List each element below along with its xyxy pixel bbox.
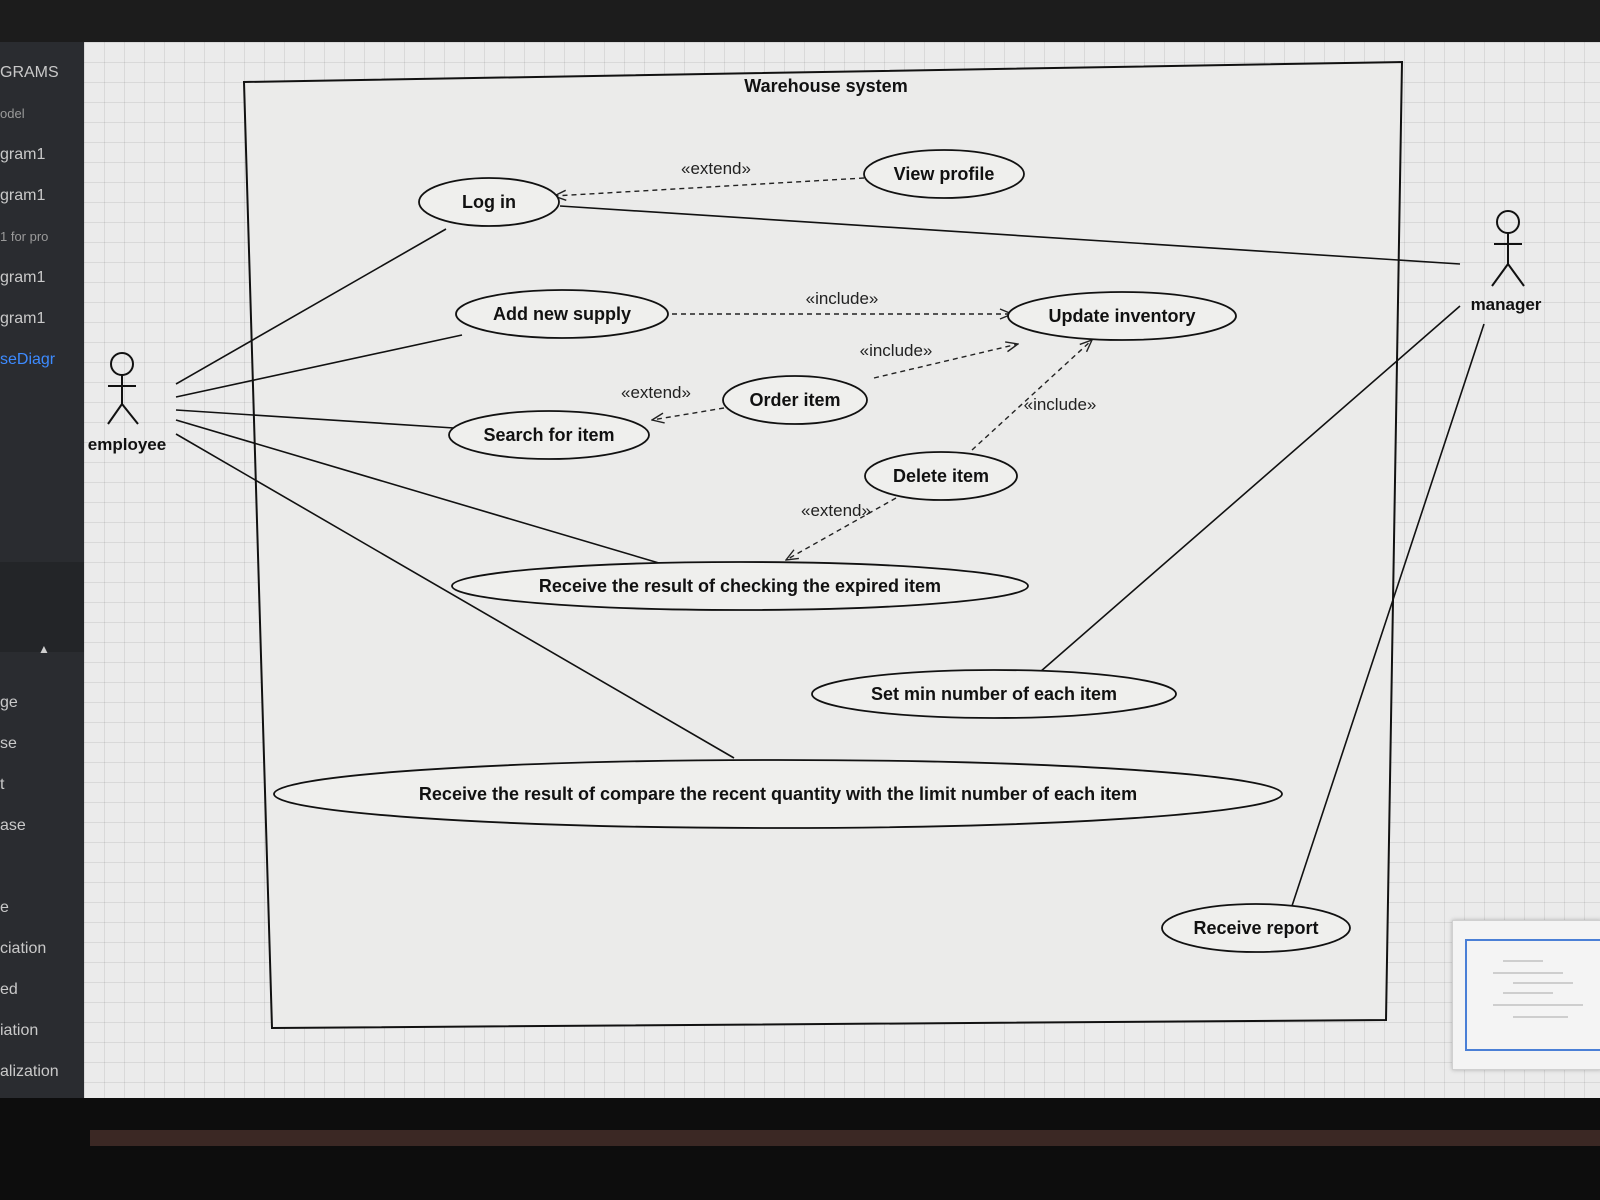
use-case-add-new-supply[interactable]: Add new supply: [455, 289, 669, 339]
use-case-receive-report-label: Receive report: [1193, 918, 1318, 938]
system-boundary[interactable]: [242, 60, 1404, 1030]
palette-item[interactable]: e: [0, 899, 9, 916]
use-case-view-profile-label: View profile: [894, 164, 995, 184]
palette-item[interactable]: ge: [0, 694, 18, 711]
minimap-preview: [1493, 960, 1583, 1018]
use-case-search-for-item-label: Search for item: [483, 425, 614, 445]
sidebar-item-diagram-note[interactable]: 1 for pro: [0, 229, 49, 244]
use-case-update-inventory-label: Update inventory: [1048, 306, 1195, 326]
extend-label: «extend»: [681, 159, 751, 178]
palette-item[interactable]: [0, 846, 84, 887]
monitor-bottom-bezel: [0, 1098, 1600, 1200]
sidebar-item-section-header[interactable]: GRAMS: [0, 64, 59, 81]
use-case-receive-expired-result-label: Receive the result of checking the expir…: [539, 576, 941, 596]
sidebar-palette-list: ge se t ase e ciation ed iation alizatio…: [0, 682, 84, 1098]
sidebar-diagram-list: GRAMS odel gram1 gram1 1 for pro gram1 g…: [0, 52, 84, 380]
use-case-delete-item-label: Delete item: [893, 466, 989, 486]
sidebar-item-diagram[interactable]: gram1: [0, 310, 46, 327]
sidebar-item-model[interactable]: odel: [0, 106, 25, 121]
include-label: «include»: [1024, 395, 1097, 414]
monitor-top-bezel: [0, 0, 1600, 42]
sidebar-item-diagram[interactable]: gram1: [0, 187, 46, 204]
employee-actor[interactable]: [107, 352, 139, 425]
use-case-delete-item[interactable]: Delete item: [864, 451, 1018, 501]
use-case-order-item[interactable]: Order item: [722, 375, 868, 425]
use-case-search-for-item[interactable]: Search for item: [448, 410, 650, 460]
include-label: «include»: [860, 341, 933, 360]
use-case-order-item-label: Order item: [749, 390, 840, 410]
include-label: «include»: [806, 289, 879, 308]
sidebar-panel: GRAMS odel gram1 gram1 1 for pro gram1 g…: [0, 42, 84, 1098]
triangle-up-icon[interactable]: ▲: [38, 642, 50, 656]
diagram-canvas[interactable]: Warehouse system employee manager: [84, 42, 1600, 1098]
use-case-view-profile[interactable]: View profile: [863, 149, 1025, 199]
sidebar-item-diagram[interactable]: gram1: [0, 146, 46, 163]
use-case-set-min-number-label: Set min number of each item: [871, 684, 1117, 704]
use-case-receive-expired-result[interactable]: Receive the result of checking the expir…: [451, 561, 1029, 611]
palette-item-association[interactable]: ciation: [0, 940, 47, 957]
sidebar-divider: [0, 562, 84, 652]
palette-item[interactable]: ase: [0, 817, 26, 834]
manager-label: manager: [1471, 295, 1542, 314]
association-lines: [175, 205, 1485, 919]
use-case-diagram: Warehouse system employee manager: [88, 60, 1542, 1030]
palette-item-generalization[interactable]: alization: [0, 1063, 59, 1080]
desk-background: [90, 1130, 1600, 1146]
palette-item[interactable]: ed: [0, 981, 18, 998]
sidebar-item-usecase-diagram-active[interactable]: seDiagr: [0, 351, 56, 368]
palette-item[interactable]: se: [0, 735, 17, 752]
use-case-set-min-number[interactable]: Set min number of each item: [811, 669, 1177, 719]
minimap-panel[interactable]: [1452, 920, 1600, 1070]
system-title: Warehouse system: [744, 76, 907, 96]
minimap-viewport[interactable]: [1465, 939, 1600, 1051]
palette-item[interactable]: t: [0, 776, 5, 793]
employee-label: employee: [88, 435, 166, 454]
use-case-update-inventory[interactable]: Update inventory: [1007, 291, 1237, 341]
extend-label: «extend»: [801, 501, 871, 520]
use-case-receive-compare-result-label: Receive the result of compare the recent…: [419, 784, 1137, 804]
use-case-log-in[interactable]: Log in: [418, 177, 560, 227]
use-case-receive-compare-result[interactable]: Receive the result of compare the recent…: [273, 759, 1283, 829]
sidebar-item-diagram[interactable]: gram1: [0, 269, 46, 286]
use-case-receive-report[interactable]: Receive report: [1161, 903, 1351, 953]
dependency-arrows: [554, 177, 1092, 560]
extend-label: «extend»: [621, 383, 691, 402]
manager-actor[interactable]: [1491, 210, 1525, 287]
use-case-add-new-supply-label: Add new supply: [493, 304, 631, 324]
palette-item-association[interactable]: iation: [0, 1022, 39, 1039]
use-case-log-in-label: Log in: [462, 192, 516, 212]
